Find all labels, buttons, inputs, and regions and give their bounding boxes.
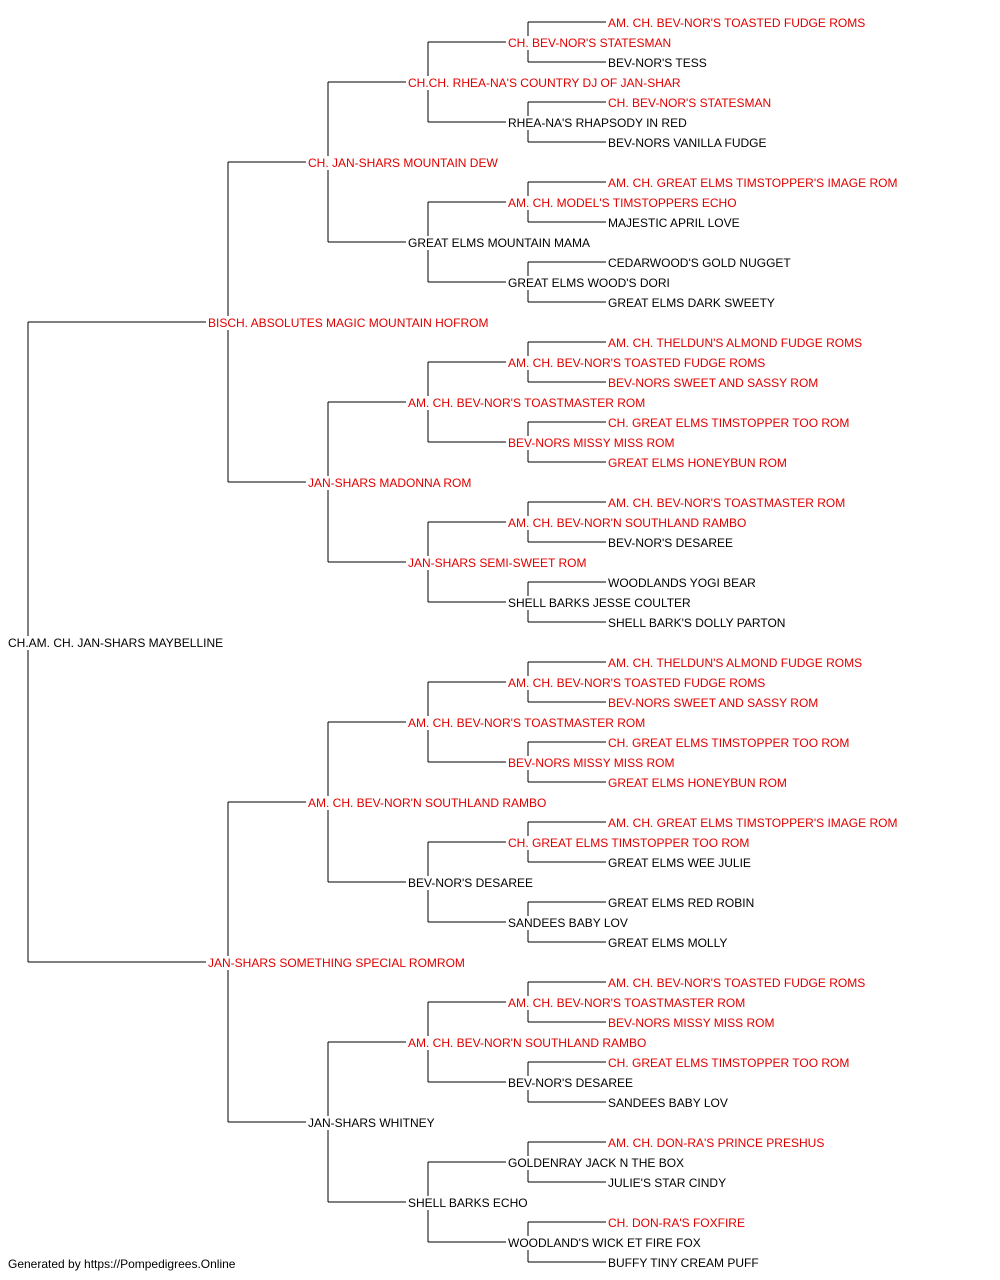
gen5-ancestor-name: SANDEES BABY LOV (608, 1096, 728, 1110)
gen5-ancestor-name: AM. CH. BEV-NOR'S TOASTMASTER ROM (608, 496, 846, 510)
gen5-ancestor-name: AM. CH. GREAT ELMS TIMSTOPPER'S IMAGE RO… (608, 816, 898, 830)
gen4-ancestor-name: AM. CH. MODEL'S TIMSTOPPERS ECHO (508, 196, 737, 210)
gen5-ancestor-name: CH. DON-RA'S FOXFIRE (608, 1216, 745, 1230)
gen4-ancestor-name: GREAT ELMS WOOD'S DORI (508, 276, 670, 290)
gen4-ancestor-name: AM. CH. BEV-NOR'S TOASTED FUDGE ROMS (508, 676, 766, 690)
gen5-ancestor-name: GREAT ELMS DARK SWEETY (608, 296, 775, 310)
great-grandparent-name: AM. CH. BEV-NOR'S TOASTMASTER ROM (408, 716, 646, 730)
gen4-ancestor-name: BEV-NORS MISSY MISS ROM (508, 756, 675, 770)
gen5-ancestor-name: MAJESTIC APRIL LOVE (608, 216, 740, 230)
great-grandparent-name: BEV-NOR'S DESAREE (408, 876, 533, 890)
gen4-ancestor-name: CH. BEV-NOR'S STATESMAN (508, 36, 672, 50)
gen5-ancestor-name: AM. CH. GREAT ELMS TIMSTOPPER'S IMAGE RO… (608, 176, 898, 190)
great-grandparent-name: GREAT ELMS MOUNTAIN MAMA (408, 236, 591, 250)
gen4-ancestor-name: GOLDENRAY JACK N THE BOX (508, 1156, 685, 1170)
parent-name: JAN-SHARS SOMETHING SPECIAL ROMROM (208, 956, 465, 970)
gen4-ancestor-name: AM. CH. BEV-NOR'S TOASTED FUDGE ROMS (508, 356, 766, 370)
gen5-ancestor-name: JULIE'S STAR CINDY (608, 1176, 727, 1190)
gen5-ancestor-name: BUFFY TINY CREAM PUFF (608, 1256, 759, 1270)
gen5-ancestor-name: AM. CH. BEV-NOR'S TOASTED FUDGE ROMS (608, 16, 866, 30)
grandparent-name: CH. JAN-SHARS MOUNTAIN DEW (308, 156, 498, 170)
gen5-ancestor-name: GREAT ELMS HONEYBUN ROM (608, 456, 787, 470)
footer-credit: Generated by https://Pompedigrees.Online (8, 1257, 236, 1271)
gen5-ancestor-name: BEV-NORS SWEET AND SASSY ROM (608, 376, 819, 390)
gen5-ancestor-name: CH. GREAT ELMS TIMSTOPPER TOO ROM (608, 1056, 850, 1070)
gen5-ancestor-name: AM. CH. BEV-NOR'S TOASTED FUDGE ROMS (608, 976, 866, 990)
gen4-ancestor-name: BEV-NORS MISSY MISS ROM (508, 436, 675, 450)
gen5-ancestor-name: CH. GREAT ELMS TIMSTOPPER TOO ROM (608, 736, 850, 750)
gen5-ancestor-name: BEV-NORS MISSY MISS ROM (608, 1016, 775, 1030)
parent-name: BISCH. ABSOLUTES MAGIC MOUNTAIN HOFROM (208, 316, 489, 330)
gen5-ancestor-name: AM. CH. THELDUN'S ALMOND FUDGE ROMS (608, 336, 863, 350)
gen4-ancestor-name: SHELL BARKS JESSE COULTER (508, 596, 691, 610)
gen5-ancestor-name: WOODLANDS YOGI BEAR (608, 576, 756, 590)
gen5-ancestor-name: BEV-NOR'S DESAREE (608, 536, 733, 550)
gen5-ancestor-name: GREAT ELMS WEE JULIE (608, 856, 751, 870)
gen5-ancestor-name: CH. GREAT ELMS TIMSTOPPER TOO ROM (608, 416, 850, 430)
gen4-ancestor-name: WOODLAND'S WICK ET FIRE FOX (508, 1236, 701, 1250)
gen4-ancestor-name: BEV-NOR'S DESAREE (508, 1076, 633, 1090)
gen4-ancestor-name: SANDEES BABY LOV (508, 916, 628, 930)
gen5-ancestor-name: BEV-NORS VANILLA FUDGE (608, 136, 767, 150)
gen5-ancestor-name: BEV-NORS SWEET AND SASSY ROM (608, 696, 819, 710)
grandparent-name: JAN-SHARS MADONNA ROM (308, 476, 472, 490)
great-grandparent-name: AM. CH. BEV-NOR'S TOASTMASTER ROM (408, 396, 646, 410)
gen5-ancestor-name: CEDARWOOD'S GOLD NUGGET (608, 256, 791, 270)
gen5-ancestor-name: SHELL BARK'S DOLLY PARTON (608, 616, 786, 630)
grandparent-name: AM. CH. BEV-NOR'N SOUTHLAND RAMBO (308, 796, 547, 810)
subject-name: CH.AM. CH. JAN-SHARS MAYBELLINE (8, 636, 224, 650)
gen5-ancestor-name: GREAT ELMS MOLLY (608, 936, 728, 950)
gen4-ancestor-name: AM. CH. BEV-NOR'S TOASTMASTER ROM (508, 996, 746, 1010)
gen5-ancestor-name: BEV-NOR'S TESS (608, 56, 707, 70)
gen5-ancestor-name: GREAT ELMS RED ROBIN (608, 896, 755, 910)
gen5-ancestor-name: AM. CH. DON-RA'S PRINCE PRESHUS (608, 1136, 825, 1150)
gen5-ancestor-name: GREAT ELMS HONEYBUN ROM (608, 776, 787, 790)
great-grandparent-name: AM. CH. BEV-NOR'N SOUTHLAND RAMBO (408, 1036, 647, 1050)
great-grandparent-name: JAN-SHARS SEMI-SWEET ROM (408, 556, 587, 570)
great-grandparent-name: CH.CH. RHEA-NA'S COUNTRY DJ OF JAN-SHAR (408, 76, 681, 90)
gen5-ancestor-name: CH. BEV-NOR'S STATESMAN (608, 96, 772, 110)
gen4-ancestor-name: AM. CH. BEV-NOR'N SOUTHLAND RAMBO (508, 516, 747, 530)
gen4-ancestor-name: RHEA-NA'S RHAPSODY IN RED (508, 116, 687, 130)
gen4-ancestor-name: CH. GREAT ELMS TIMSTOPPER TOO ROM (508, 836, 750, 850)
grandparent-name: JAN-SHARS WHITNEY (308, 1116, 435, 1130)
great-grandparent-name: SHELL BARKS ECHO (408, 1196, 528, 1210)
gen5-ancestor-name: AM. CH. THELDUN'S ALMOND FUDGE ROMS (608, 656, 863, 670)
